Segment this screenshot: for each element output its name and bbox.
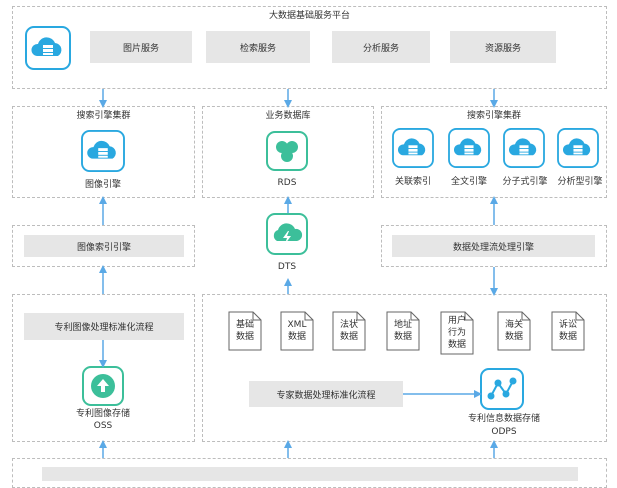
right-search-cluster-title: 搜索引擎集群 — [466, 111, 521, 121]
doc-user-behavior-data: 用户 行为 数据 — [440, 311, 474, 355]
platform-box — [12, 6, 607, 89]
image-process-flow: 专利图像处理标准化流程 — [24, 313, 184, 340]
analytic-engine-icon — [557, 128, 599, 168]
doc-legal-status-data: 法状 数据 — [332, 311, 366, 351]
rds-icon — [266, 131, 308, 171]
platform-title: 大数据基础服务平台 — [268, 11, 350, 21]
connector-arrows — [99, 89, 498, 458]
image-storage-label: 专利图像存储 — [75, 409, 130, 419]
business-db-title: 业务数据库 — [265, 111, 311, 121]
doc-xml-data: XML 数据 — [280, 311, 314, 351]
doc-customs-data: 海关 数据 — [497, 311, 531, 351]
odps-label: ODPS — [491, 427, 517, 437]
patent-data-box — [202, 294, 607, 442]
image-engine-icon — [81, 130, 125, 172]
relation-index-icon — [392, 128, 434, 168]
odps-icon — [480, 368, 524, 410]
stream-engine-box — [381, 225, 607, 267]
image-index-engine: 图像索引引擎 — [24, 235, 184, 257]
expert-process-flow: 专家数据处理标准化流程 — [249, 381, 403, 407]
left-search-cluster-title: 搜索引擎集群 — [76, 111, 131, 121]
patent-info-storage-label: 专利信息数据存储 — [467, 414, 540, 424]
service-resource: 资源服务 — [450, 31, 556, 63]
dts-label: DTS — [277, 262, 297, 272]
service-search: 检索服务 — [206, 31, 310, 63]
dts-icon — [266, 213, 308, 255]
service-analysis: 分析服务 — [332, 31, 430, 63]
relation-index-label: 关联索引 — [394, 177, 431, 187]
doc-litigation-data: 诉讼 数据 — [551, 311, 585, 351]
stream-engine: 数据处理流处理引擎 — [392, 235, 595, 257]
fulltext-engine-icon — [448, 128, 490, 168]
analytic-engine-label: 分析型引擎 — [557, 177, 603, 187]
cloud-server-icon — [25, 26, 71, 70]
doc-basic-data: 基础 数据 — [228, 311, 262, 351]
oss-label: OSS — [93, 421, 113, 431]
formula-engine-label: 分子式引擎 — [502, 177, 548, 187]
oss-icon — [82, 366, 124, 406]
image-engine-label: 图像引擎 — [84, 180, 121, 190]
doc-address-data: 地址 数据 — [386, 311, 420, 351]
formula-engine-icon — [503, 128, 545, 168]
fulltext-engine-label: 全文引擎 — [450, 177, 487, 187]
rds-label: RDS — [277, 178, 297, 188]
service-image: 图片服务 — [90, 31, 192, 63]
